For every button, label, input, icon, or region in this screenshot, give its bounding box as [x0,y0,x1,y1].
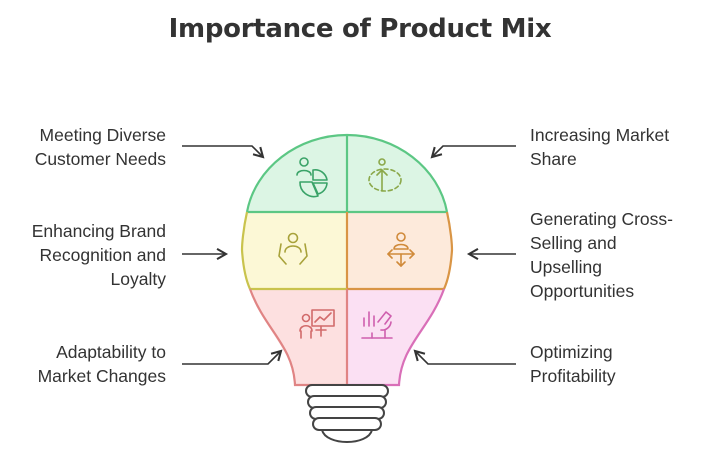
loyal-customer-icon [278,232,308,265]
customer-segments-icon [296,157,328,198]
bulb-base [305,384,389,443]
segment-meeting-needs [242,135,347,212]
segment-brand-loyalty [242,212,347,289]
analysis-microscope-icon [361,311,393,339]
label-optimizing-profitability: Optimizing Profitability [530,342,616,386]
label-generating-cross-selling: Generating Cross- Selling and Upselling … [530,209,673,301]
arrow-adaptability [182,349,283,365]
arrow-market-share [430,145,516,159]
label-enhancing-brand-recognition: Enhancing Brand Recognition and Loyalty [31,221,166,289]
arrow-profitability [413,349,516,365]
arrow-meeting [182,145,265,159]
segment-market-share [347,135,452,212]
label-increasing-market-share: Increasing Market Share [530,125,670,169]
connector-arrows [182,145,516,365]
directions-person-icon [387,232,415,267]
label-adaptability-to-market-changes: Adaptability to Market Changes [37,342,166,386]
growth-arrow-icon [368,158,402,192]
presentation-chart-icon [299,309,335,339]
page-title: Importance of Product Mix [168,14,552,44]
label-meeting-diverse-customer-needs: Meeting Diverse Customer Needs [34,125,166,169]
segment-cross-selling [347,212,452,289]
